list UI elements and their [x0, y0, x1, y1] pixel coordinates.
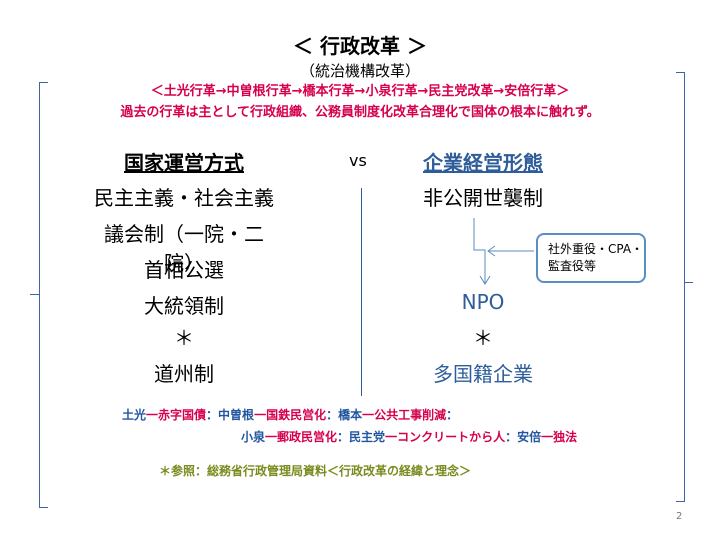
page-number: 2: [676, 511, 683, 522]
left-bracket: [39, 82, 48, 508]
footnote-item: 一公共工事削減: [362, 408, 447, 422]
callout-line2: 監査役等: [548, 259, 597, 273]
left-arrow-head: [487, 245, 496, 257]
left-item: 民主主義・社会主義: [94, 186, 274, 210]
footnote-sep: ：: [505, 430, 518, 444]
footnote-sep: ：: [326, 408, 339, 422]
footnote-sep: ：: [206, 408, 219, 422]
footnote-item: 一郵政民営化: [265, 430, 338, 444]
right-column-header: 企業経営形態: [423, 151, 543, 175]
footnote-item: 一国鉄民営化: [254, 408, 327, 422]
down-arrow-line: [473, 218, 486, 283]
reference-note: ＊参照：総務省行政管理局資料＜行政改革の経緯と理念＞: [159, 464, 472, 478]
down-arrow-head: [479, 275, 491, 285]
left-item: 道州制: [154, 362, 214, 386]
left-bracket-tick: [30, 294, 39, 295]
vs-label: vs: [349, 151, 367, 170]
footnote-name: 土光: [122, 408, 147, 422]
reform-history: ＜土光行革→中曽根行革→橋本行革→小泉行革→民主党改革→安倍行革＞: [150, 84, 570, 99]
footnote-line2: 小泉一郵政民営化：民主党一コンクリートから人：安倍一独法: [241, 428, 577, 445]
left-column-header: 国家運営方式: [124, 151, 244, 175]
left-item: 首相公選: [144, 258, 224, 282]
footnote-line1: 土光一赤字国債：中曽根一国鉄民営化：橋本一公共工事削減：: [122, 406, 458, 423]
footnote-item: 一赤字国債: [146, 408, 207, 422]
reform-note: 過去の行革は主として行政組織、公務員制度化改革合理化で国体の根本に触れず。: [120, 105, 600, 120]
footnote-item: 一独法: [541, 430, 578, 444]
callout-box: 社外重役・CPA・ 監査役等: [536, 233, 646, 283]
left-item: ＊: [174, 326, 194, 350]
right-item: NPO: [461, 290, 505, 314]
divider-line: [361, 188, 362, 396]
footnote-item: 一コンクリートから人: [385, 430, 506, 444]
callout-line1: 社外重役・CPA・: [548, 242, 644, 256]
footnote-name: 小泉: [241, 430, 266, 444]
right-bracket-tick: [684, 282, 693, 283]
footnote-sep: ：: [446, 408, 459, 422]
footnote-name: 橋本: [338, 408, 363, 422]
right-item: ＊: [473, 326, 493, 350]
right-item: 非公開世襲制: [423, 186, 543, 210]
left-item: 議会制（一院・二院）: [104, 222, 264, 275]
footnote-name: 安倍: [517, 430, 542, 444]
right-item: 多国籍企業: [433, 362, 533, 386]
left-item: 大統領制: [144, 294, 224, 318]
footnote-name: 中曽根: [218, 408, 255, 422]
slide-title: ＜ 行政改革 ＞: [293, 34, 427, 58]
footnote-sep: ：: [337, 430, 350, 444]
footnote-name: 民主党: [349, 430, 386, 444]
slide-subtitle: （統治機構改革）: [299, 62, 420, 80]
right-bracket: [676, 72, 685, 502]
